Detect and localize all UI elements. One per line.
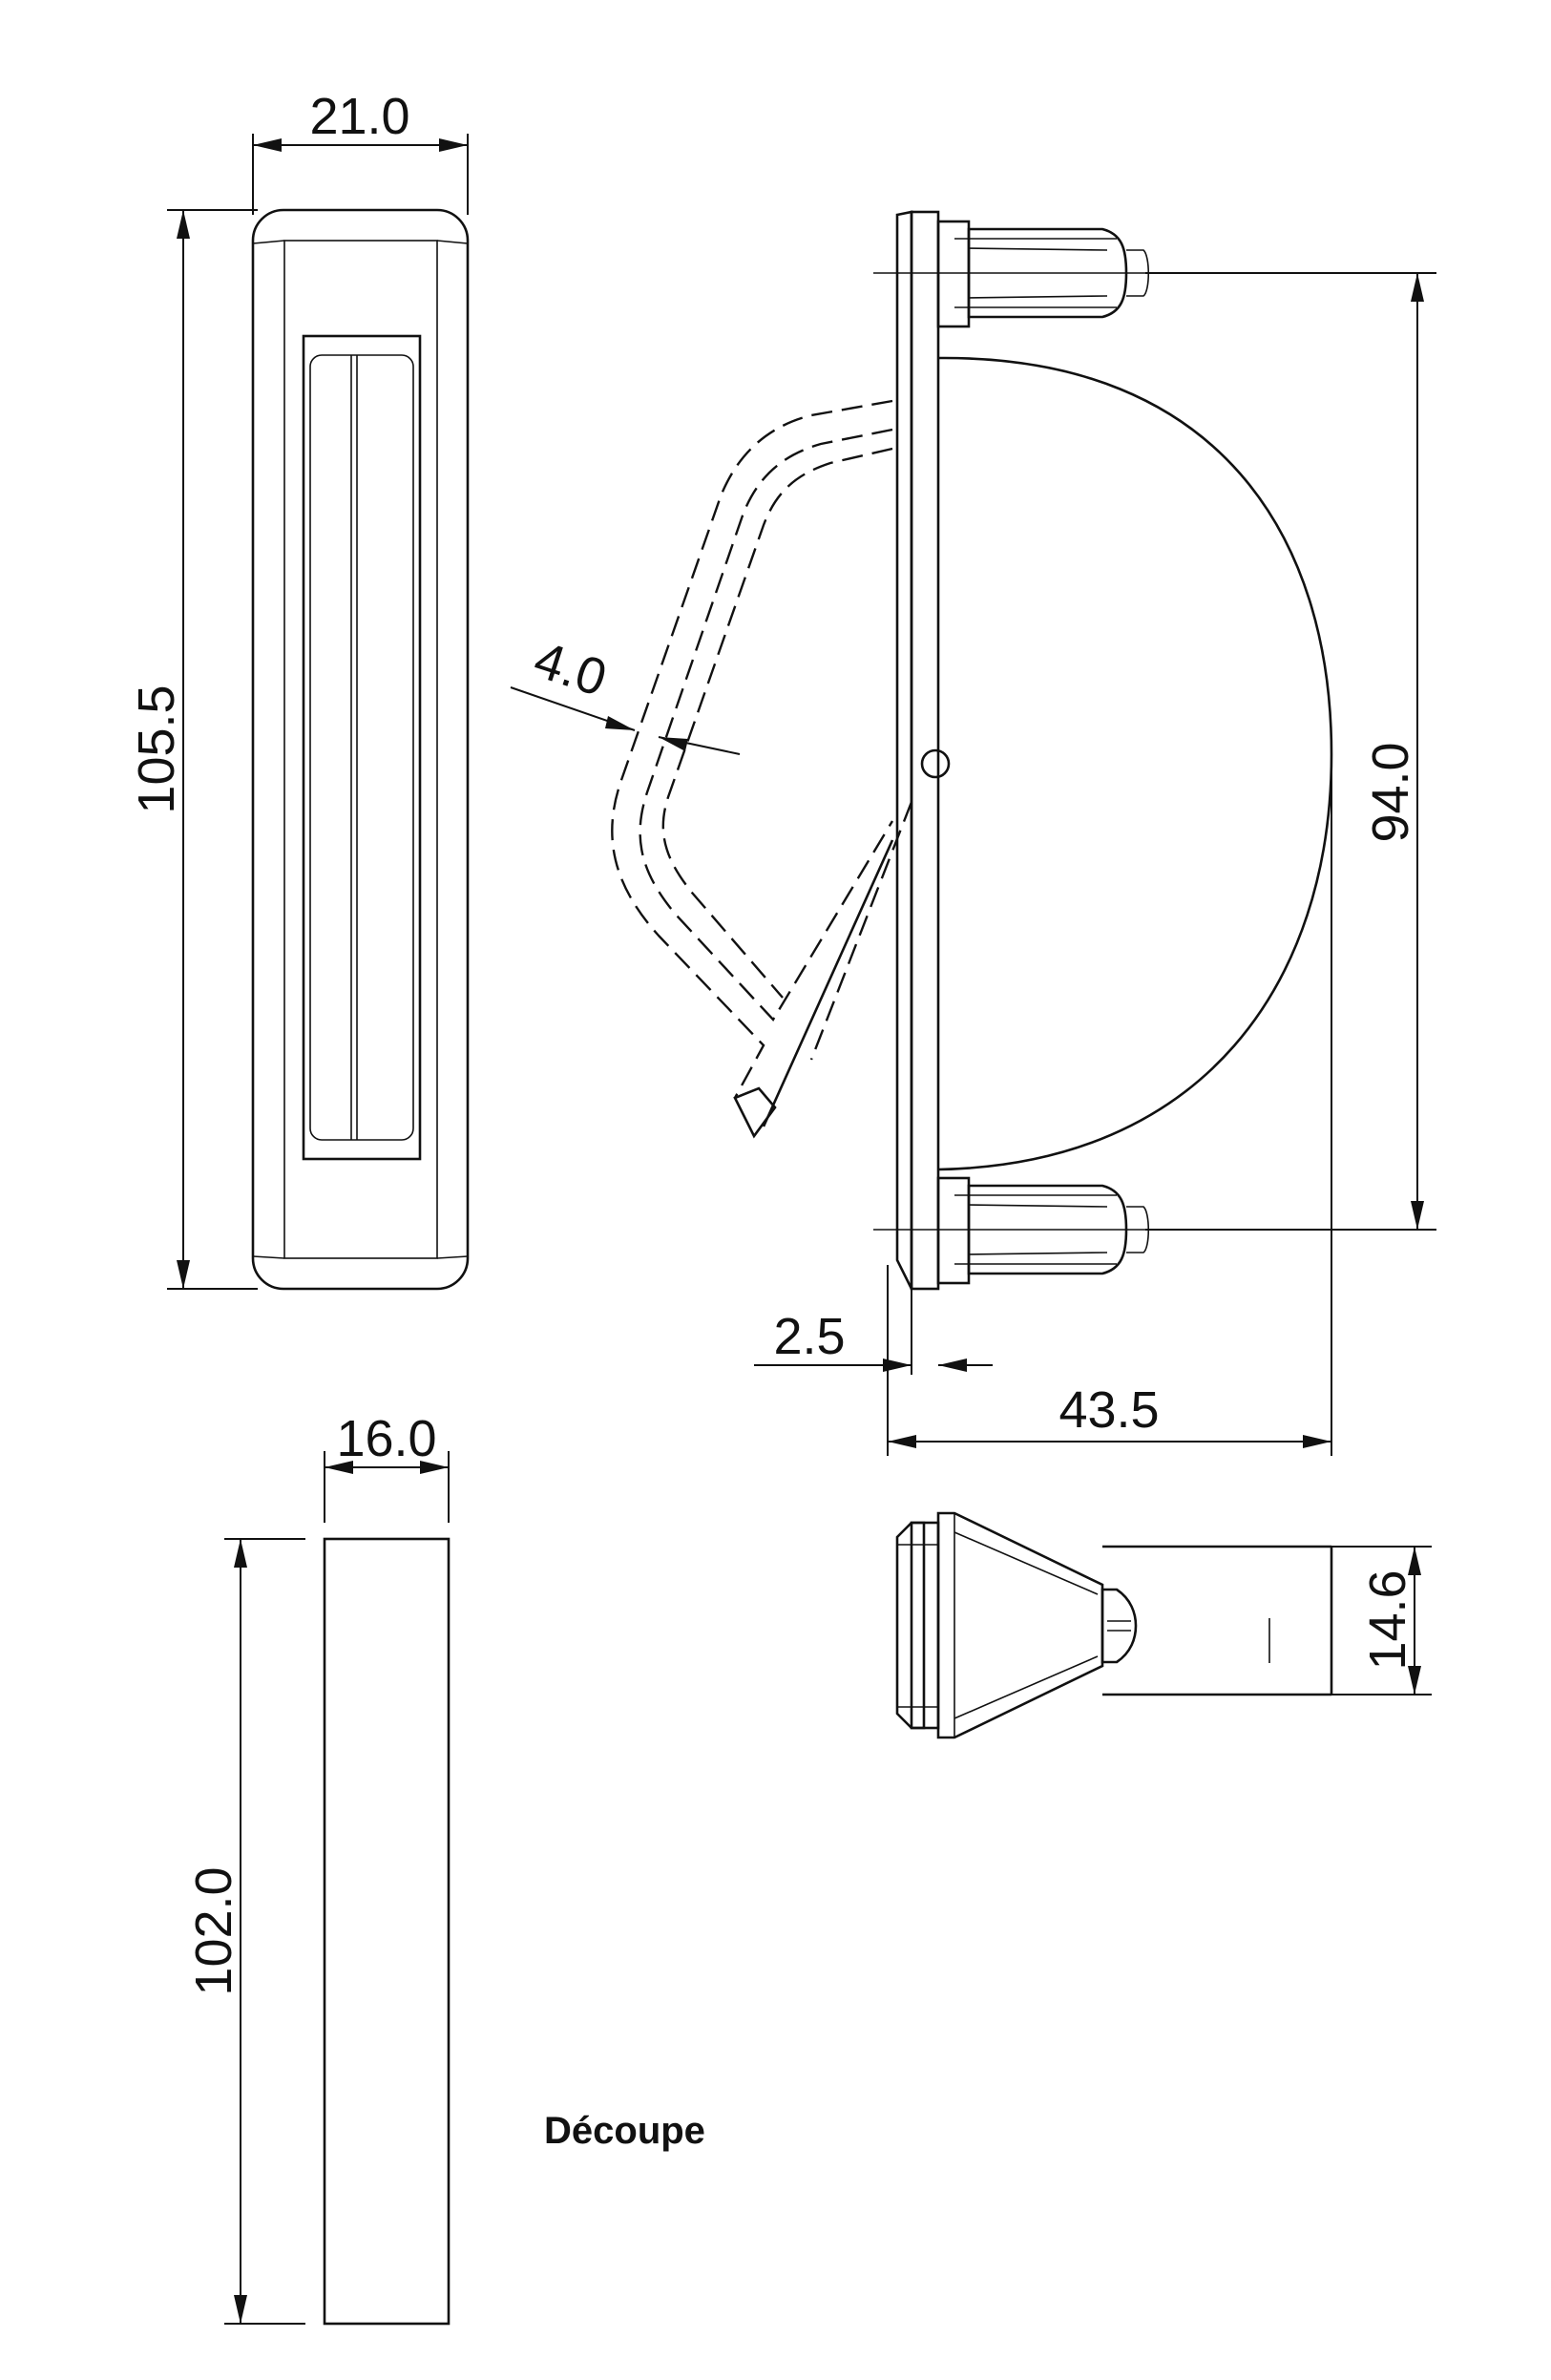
dim-label-cutout-height: 102.0	[185, 1866, 242, 1995]
dim-plate-thickness: 2.5	[754, 1274, 993, 1375]
cutout-rect	[323, 1537, 451, 2326]
side-pin-top	[936, 220, 1150, 328]
dim-label-cutout-width: 16.0	[336, 1410, 436, 1467]
dim-depth: 43.5	[887, 754, 1332, 1456]
dim-label-top-height: 14.6	[1359, 1569, 1416, 1670]
cutout-label: Découpe	[544, 2110, 705, 2152]
dim-label-front-height: 105.5	[128, 685, 185, 813]
top-screw-head	[1100, 1588, 1138, 1664]
side-plate-lip	[895, 210, 913, 1290]
front-view	[251, 208, 470, 1291]
side-pin-bottom	[936, 1176, 1150, 1285]
front-outer-frame	[251, 208, 470, 1291]
top-taper-body	[936, 1511, 1104, 1739]
dim-label-plate-thickness: 2.5	[773, 1308, 845, 1365]
dim-label-front-width: 21.0	[309, 88, 409, 145]
pivot-circle	[920, 748, 951, 779]
handle-open-position	[611, 399, 913, 1139]
side-bowl	[937, 356, 1333, 1171]
dim-label-depth: 43.5	[1058, 1381, 1159, 1439]
cutout-view	[323, 1537, 451, 2326]
dim-front-height: 105.5	[128, 209, 258, 1290]
dim-cutout-height: 102.0	[185, 1538, 305, 2325]
front-inner-frame	[283, 240, 438, 1259]
dim-handle-thickness: 4.0	[510, 631, 741, 755]
dim-mount-spacing: 94.0	[1145, 272, 1436, 1231]
front-recess	[302, 334, 422, 1161]
dim-top-height: 14.6	[1331, 1546, 1432, 1695]
dim-front-width: 21.0	[252, 88, 469, 215]
top-view	[895, 1511, 1333, 1739]
front-grip	[309, 354, 414, 1141]
dim-label-mount-spacing: 94.0	[1362, 742, 1419, 842]
dim-cutout-width: 16.0	[324, 1410, 450, 1523]
dim-label-handle-thickness: 4.0	[528, 631, 614, 707]
